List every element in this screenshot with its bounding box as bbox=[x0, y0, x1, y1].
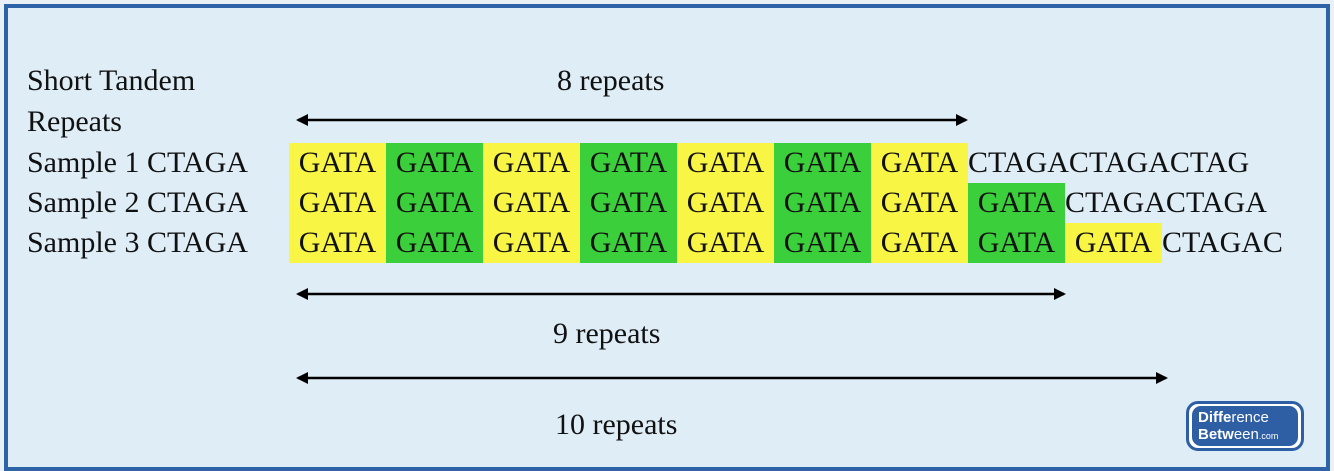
label-10-repeats: 10 repeats bbox=[555, 408, 678, 441]
repeat-unit: GATA bbox=[289, 183, 386, 223]
repeat-unit: GATA bbox=[677, 223, 774, 263]
repeat-unit: GATA bbox=[483, 143, 580, 183]
repeat-unit: GATA bbox=[774, 223, 871, 263]
title-line-1: Short Tandem bbox=[27, 64, 196, 97]
sample-label: Sample 2 CTAGA bbox=[27, 186, 248, 219]
repeat-unit: GATA bbox=[1065, 223, 1162, 263]
repeat-unit: GATA bbox=[386, 183, 483, 223]
logo-badge: Difference Between.com bbox=[1192, 406, 1298, 446]
repeat-unit: GATA bbox=[677, 143, 774, 183]
repeat-unit: GATA bbox=[386, 143, 483, 183]
repeat-unit: GATA bbox=[968, 183, 1065, 223]
difference-between-logo[interactable]: Difference Between.com bbox=[1186, 401, 1304, 451]
title-line-2: Repeats bbox=[27, 105, 122, 138]
sequence-suffix: CTAGACTAGA bbox=[1065, 186, 1267, 219]
repeat-unit: GATA bbox=[580, 223, 677, 263]
sequence-suffix: CTAGACTAGACTAG bbox=[968, 146, 1250, 179]
label-8-repeats: 8 repeats bbox=[557, 64, 665, 97]
sample-row-3: Sample 3 CTAGA GATA GATA GATA GATA GATA … bbox=[27, 223, 1283, 263]
logo-line-2: Between.com bbox=[1198, 426, 1279, 443]
repeat-unit: GATA bbox=[871, 183, 968, 223]
repeat-unit: GATA bbox=[289, 223, 386, 263]
sample-row-1: Sample 1 CTAGA GATA GATA GATA GATA GATA … bbox=[27, 143, 1249, 183]
sequence-suffix: CTAGAC bbox=[1162, 226, 1283, 259]
repeat-unit: GATA bbox=[774, 143, 871, 183]
repeat-unit: GATA bbox=[774, 183, 871, 223]
sample-label: Sample 3 CTAGA bbox=[27, 226, 248, 259]
repeat-unit: GATA bbox=[483, 223, 580, 263]
label-9-repeats: 9 repeats bbox=[553, 317, 661, 350]
repeat-unit: GATA bbox=[580, 183, 677, 223]
repeat-unit: GATA bbox=[968, 223, 1065, 263]
repeat-unit: GATA bbox=[580, 143, 677, 183]
repeat-unit: GATA bbox=[289, 143, 386, 183]
sample-row-2: Sample 2 CTAGA GATA GATA GATA GATA GATA … bbox=[27, 183, 1267, 223]
repeat-unit: GATA bbox=[483, 183, 580, 223]
repeat-unit: GATA bbox=[871, 223, 968, 263]
repeat-unit: GATA bbox=[386, 223, 483, 263]
sample-label: Sample 1 CTAGA bbox=[27, 146, 248, 179]
logo-line-1: Difference bbox=[1198, 409, 1269, 426]
repeat-unit: GATA bbox=[677, 183, 774, 223]
repeat-unit: GATA bbox=[871, 143, 968, 183]
